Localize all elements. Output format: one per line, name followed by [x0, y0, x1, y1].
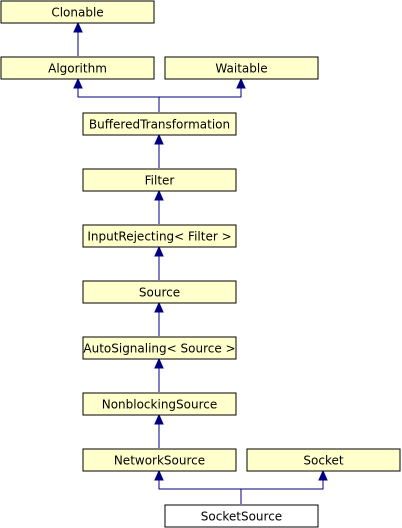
edge-filter-to-buffered [154, 133, 164, 168]
edge-source-to-inputrejecting [154, 245, 164, 280]
class-node-auto-signaling[interactable]: AutoSignaling< Source > [82, 336, 237, 360]
class-box-focus [164, 504, 319, 528]
class-box [0, 56, 155, 80]
class-node-buffered-transformation[interactable]: BufferedTransformation [82, 112, 237, 136]
class-box [82, 224, 237, 248]
edge-autosignaling-to-source [154, 301, 164, 336]
class-label: NetworkSource [114, 454, 205, 468]
edge-socketsource-to-network-and-socket [154, 469, 328, 504]
edge-algorithm-to-clonable [73, 21, 83, 56]
class-label: Clonable [51, 6, 103, 20]
class-box [82, 448, 237, 472]
class-node-nonblocking-source[interactable]: NonblockingSource [82, 392, 237, 416]
class-node-input-rejecting[interactable]: InputRejecting< Filter > [82, 224, 237, 248]
class-label: Waitable [215, 62, 267, 76]
edge-nonblocking-to-autosignaling [154, 357, 164, 392]
edge-buffered-to-waitable-arrow [236, 77, 246, 89]
class-box [82, 336, 237, 360]
edge-buffered-to-algorithm-arrow [73, 77, 83, 89]
class-box [246, 448, 401, 472]
class-box [0, 0, 155, 24]
class-box [82, 112, 237, 136]
class-label: InputRejecting< Filter > [87, 230, 231, 244]
class-node-filter[interactable]: Filter [82, 168, 237, 192]
edge-buffered-to-algorithm [77, 86, 242, 112]
class-node-algorithm[interactable]: Algorithm [0, 56, 155, 80]
class-label: BufferedTransformation [89, 118, 230, 132]
class-node-source[interactable]: Source [82, 280, 237, 304]
class-box [164, 56, 319, 80]
class-box [82, 392, 237, 416]
class-label: AutoSignaling< Source > [83, 342, 235, 356]
class-label: Source [139, 286, 180, 300]
class-node-network-source[interactable]: NetworkSource [82, 448, 237, 472]
edge-network-to-nonblocking [154, 413, 164, 448]
class-node-socket-source: SocketSource [164, 504, 319, 528]
class-box [82, 168, 237, 192]
class-label: Socket [303, 454, 343, 468]
class-box [82, 280, 237, 304]
class-label: Filter [145, 174, 175, 188]
edge-inputrejecting-to-filter [154, 189, 164, 224]
class-label: SocketSource [201, 510, 282, 524]
class-label: NonblockingSource [102, 398, 218, 412]
class-node-socket[interactable]: Socket [246, 448, 401, 472]
class-node-waitable[interactable]: Waitable [164, 56, 319, 80]
class-node-clonable[interactable]: Clonable [0, 0, 155, 24]
class-label: Algorithm [48, 62, 107, 76]
